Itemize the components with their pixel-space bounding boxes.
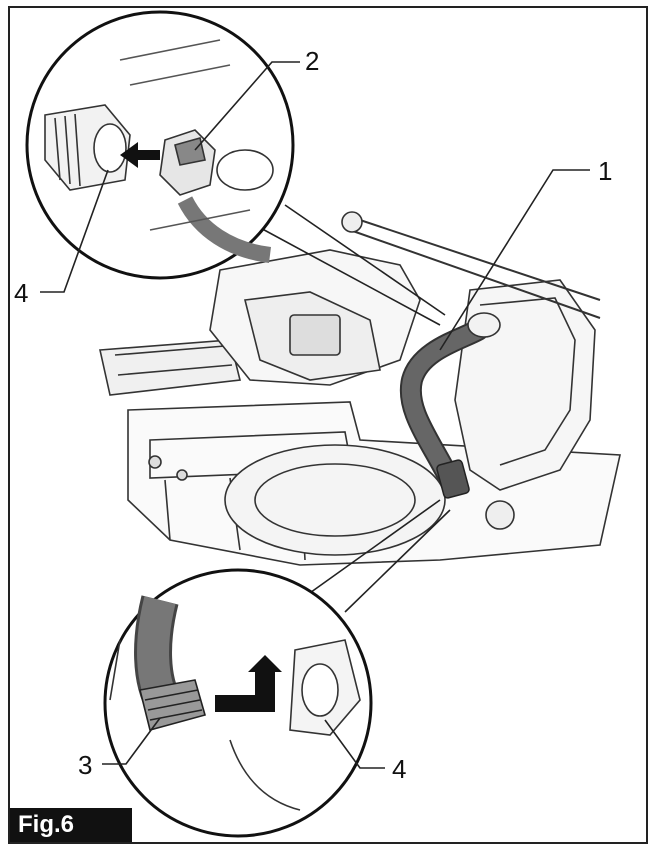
bottom-detail-circle xyxy=(103,568,373,838)
push-arrow xyxy=(120,142,160,168)
slide-rails xyxy=(344,214,601,319)
turntable xyxy=(224,444,446,556)
figure-frame xyxy=(8,6,648,844)
callout-2: 2 xyxy=(305,46,319,76)
callout-1: 1 xyxy=(598,156,612,186)
callout-3: 3 xyxy=(78,750,92,780)
figure-label: Fig.6 xyxy=(10,808,132,842)
insert-arrow xyxy=(215,655,282,712)
front-handle xyxy=(99,339,241,396)
callout-4-bottom: 4 xyxy=(392,754,406,784)
dust-hose xyxy=(399,312,501,499)
callout-4-top: 4 xyxy=(14,278,28,308)
leader-lines xyxy=(40,61,590,769)
saw-body xyxy=(99,211,621,566)
top-detail-circle xyxy=(25,10,295,280)
zoom-lines xyxy=(254,204,451,613)
